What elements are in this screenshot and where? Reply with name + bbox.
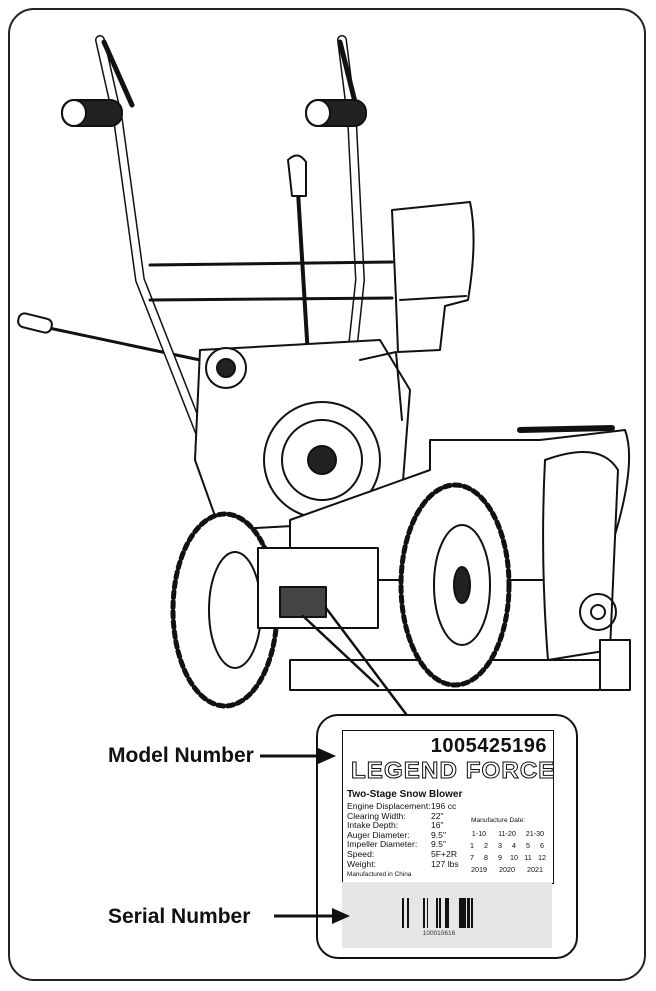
left-grip <box>61 99 123 127</box>
date-cell: 10 <box>510 853 518 862</box>
right-grip <box>305 99 367 127</box>
barcode <box>402 898 473 928</box>
model-number-label: Model Number <box>108 744 254 767</box>
spec-value: 16" <box>431 820 444 831</box>
model-code: 1005425196 <box>430 735 547 757</box>
spec-row: Intake Depth: 16" <box>347 820 444 831</box>
spec-name: Intake Depth: <box>347 820 399 831</box>
date-cell: 2021 <box>527 865 543 874</box>
date-cell: 6 <box>540 841 544 850</box>
spec-name: Auger Diameter: <box>347 829 410 840</box>
brand-logo: LEGEND FORCE <box>350 757 556 784</box>
date-cell: 5 <box>526 841 530 850</box>
date-cell: 11-20 <box>498 829 516 838</box>
spec-name: Engine Displacement: <box>347 801 431 811</box>
date-cell: 7 <box>470 853 474 862</box>
spec-row: Weight: 127 lbs <box>347 858 459 869</box>
spec-name: Impeller Diameter: <box>347 839 418 850</box>
spec-value: 196 cc <box>431 801 457 811</box>
spec-value: 22" <box>431 810 444 821</box>
spec-row: Auger Diameter: 9.5" <box>347 829 446 840</box>
spec-value: 5F+2R <box>431 849 458 859</box>
manufacture-date-title: Manufacture Date: <box>471 817 526 824</box>
spec-name: Clearing Width: <box>347 810 406 821</box>
serial-number-label: Serial Number <box>108 905 251 928</box>
serial-code: 100010616 <box>422 930 456 937</box>
spec-row: Engine Displacement:196 cc <box>347 801 456 811</box>
date-cell: 11 <box>524 853 532 862</box>
model-number-arrow <box>260 748 336 764</box>
spec-value: 9.5" <box>431 829 446 840</box>
date-cell: 4 <box>512 841 516 850</box>
spec-row: Impeller Diameter: 9.5" <box>347 839 446 850</box>
date-cell: 3 <box>498 841 502 850</box>
spec-value: 9.5" <box>431 839 446 850</box>
date-cell: 1-10 <box>471 829 487 838</box>
spec-row: Speed: 5F+2R <box>347 849 457 859</box>
label-location-marker <box>279 586 327 618</box>
spec-value: 127 lbs <box>431 858 459 869</box>
discharge-chute <box>391 201 475 353</box>
serial-number-arrow <box>274 908 350 924</box>
callout-leader <box>301 614 380 688</box>
date-cell: 2 <box>484 841 488 850</box>
date-cell: 2020 <box>499 865 515 874</box>
nameplate: 1005425196 LEGEND FORCE Two-Stage Snow B… <box>342 730 556 884</box>
date-cell: 1 <box>470 841 474 850</box>
right-wheel <box>398 482 512 688</box>
spec-name: Weight: <box>347 858 376 869</box>
date-cell: 2019 <box>471 865 487 874</box>
date-cell: 12 <box>538 853 546 862</box>
page-frame <box>8 8 646 981</box>
product-name: Two-Stage Snow Blower <box>347 789 463 800</box>
spec-row: Clearing Width: 22" <box>347 810 444 821</box>
origin-note: Manufactured in China <box>347 871 412 878</box>
date-cell: 21-30 <box>525 829 545 838</box>
date-cell: 8 <box>484 853 488 862</box>
spec-name: Speed: <box>347 849 375 859</box>
date-cell: 9 <box>498 853 502 862</box>
